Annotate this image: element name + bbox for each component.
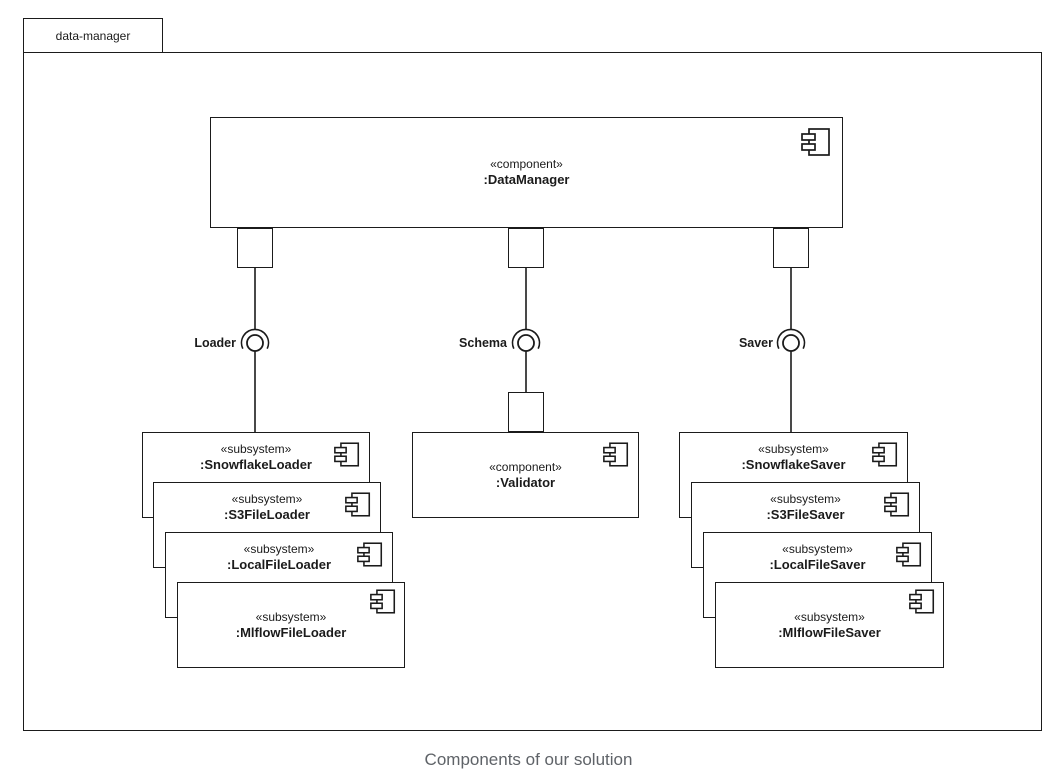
component-icon [884,492,910,517]
subsystem-stereotype: «subsystem» [794,609,865,624]
component-icon [334,442,360,467]
validator-port [508,392,544,432]
loader-interface-label: Loader [194,336,236,350]
diagram-frame [23,52,1042,731]
subsystem-stereotype: «subsystem» [243,542,315,556]
saver-port [773,228,809,268]
component-icon [357,542,383,567]
subsystem-stereotype: «subsystem» [770,492,841,506]
validator-name: :Validator [495,474,556,490]
figure-caption: Components of our solution [424,750,633,769]
subsystem-mlflowfileloader: «subsystem» :MlflowFileLoader [177,582,405,668]
subsystem-name: :SnowflakeSaver [741,457,846,472]
component-icon [896,542,922,567]
loader-interface-connector [240,268,270,432]
component-icon [370,589,396,614]
subsystem-name: :LocalFileSaver [769,557,866,572]
loader-port [237,228,273,268]
subsystem-name: :S3FileSaver [766,507,845,522]
component-icon [345,492,371,517]
schema-port [508,228,544,268]
subsystem-stereotype: «subsystem» [220,442,292,456]
frame-title-tab: data-manager [23,18,163,53]
subsystem-name: :MlflowFileLoader [235,624,347,640]
datamanager-name: :DataManager [483,172,570,187]
component-icon [801,128,830,156]
subsystem-stereotype: «subsystem» [231,492,303,506]
frame-title: data-manager [55,28,131,43]
subsystem-name: :S3FileLoader [224,507,310,522]
component-icon [603,442,629,467]
component-icon [872,442,898,467]
datamanager-component: «component» :DataManager [210,117,843,228]
validator-stereotype: «component» [489,459,562,474]
subsystem-name: :MlflowFileSaver [778,624,881,640]
subsystem-name: :SnowflakeLoader [200,457,312,472]
schema-interface-label: Schema [459,336,507,350]
component-icon [909,589,935,614]
saver-interface-connector [776,268,806,432]
subsystem-mlflowfilesaver: «subsystem» :MlflowFileSaver [715,582,944,668]
subsystem-stereotype: «subsystem» [782,542,853,556]
subsystem-stereotype: «subsystem» [255,609,327,624]
datamanager-stereotype: «component» [490,157,563,171]
saver-interface-label: Saver [738,336,773,350]
subsystem-stereotype: «subsystem» [758,442,829,456]
subsystem-name: :LocalFileLoader [226,557,332,572]
schema-interface-connector [511,268,541,392]
validator-component: «component» :Validator [412,432,639,518]
